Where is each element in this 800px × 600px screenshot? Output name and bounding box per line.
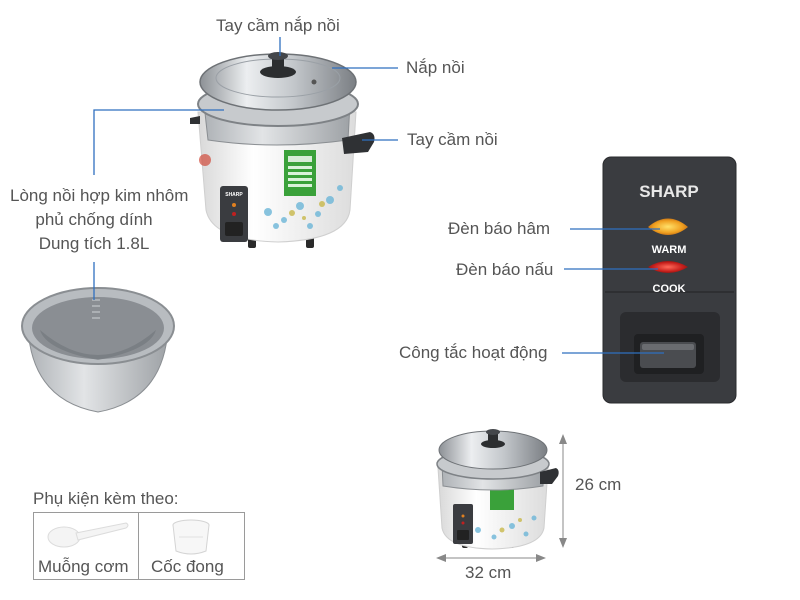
label-lid: Nắp nồi xyxy=(406,58,465,77)
label-inner-pot: Lòng nồi hợp kim nhôm phủ chống dính Dun… xyxy=(10,184,189,256)
callout-lines xyxy=(93,37,664,354)
rice-spoon-icon xyxy=(47,522,129,548)
flower-decal xyxy=(199,154,211,166)
label-inner-pot-line2: phủ chống dính xyxy=(35,210,153,229)
label-width: 32 cm xyxy=(465,563,512,582)
rice-cooker-small xyxy=(436,429,559,550)
callout-inner-pot xyxy=(93,109,224,175)
label-switch: Công tắc hoạt động xyxy=(399,343,548,362)
inner-pot-coating xyxy=(32,297,164,359)
accessory-spoon-box: Muỗng cơm xyxy=(33,512,140,580)
dimension-lines xyxy=(436,434,567,562)
pot-handle xyxy=(342,132,375,154)
warm-lamp xyxy=(648,218,688,235)
accessory-spoon-label: Muỗng cơm xyxy=(38,557,129,576)
label-lid-handle: Tay cầm nắp nồi xyxy=(216,16,340,35)
accessory-cup-label: Cốc đong xyxy=(151,557,224,576)
panel-brand-logo: SHARP xyxy=(639,182,699,201)
control-panel-closeup xyxy=(602,156,737,404)
accessories-title: Phụ kiện kèm theo: xyxy=(33,489,179,508)
label-warm-light: Đèn báo hâm xyxy=(448,219,551,238)
label-cook-light: Đèn báo nấu xyxy=(456,260,554,279)
label-height: 26 cm xyxy=(575,475,622,494)
panel-cook-label: COOK xyxy=(653,283,686,295)
inner-pot xyxy=(21,287,175,413)
mini-panel-brand: SHARP xyxy=(225,192,243,198)
measuring-cup-icon xyxy=(172,519,210,555)
flower-pattern xyxy=(264,185,343,229)
cook-lamp xyxy=(648,261,688,273)
panel-warm-label: WARM xyxy=(652,244,687,256)
label-inner-pot-line3: Dung tích 1.8L xyxy=(38,234,150,253)
label-inner-pot-line1: Lòng nồi hợp kim nhôm xyxy=(10,186,189,205)
rice-cooker-main: SHARP xyxy=(190,52,375,248)
accessory-cup-box: Cốc đong xyxy=(138,512,245,580)
label-pot-handle: Tay cầm nồi xyxy=(407,130,498,149)
